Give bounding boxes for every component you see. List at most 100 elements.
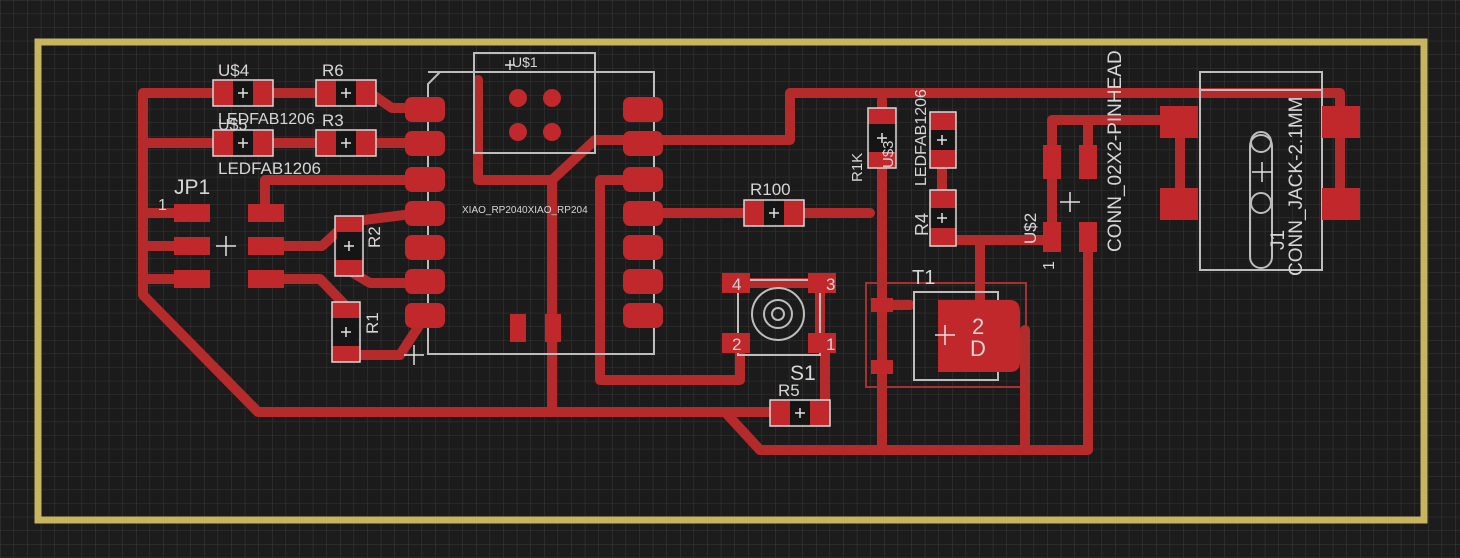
pads[interactable] — [174, 80, 1360, 426]
us2-pad-1 — [1043, 222, 1061, 252]
trace-r5-gnd — [720, 235, 1093, 455]
board-outline[interactable] — [34, 38, 1428, 524]
s1-pad-4 — [722, 273, 750, 293]
label-t1-pin: 2 — [972, 314, 984, 339]
s1-pad-3 — [808, 273, 836, 293]
label-r100: R100 — [750, 180, 791, 199]
trace-jp1-xiao — [260, 175, 429, 218]
j1-outline — [1199, 71, 1323, 271]
xiao-pad-l2 — [405, 131, 445, 156]
label-us2: U$2 — [1021, 213, 1040, 244]
r100-pad-2 — [784, 200, 804, 226]
trace-r1-bus — [340, 313, 429, 360]
label-conn-head: CONN_02X2-PINHEAD — [1105, 50, 1126, 252]
label-led-b: LEDFAB1206 — [218, 159, 321, 178]
label-r6: R6 — [322, 61, 344, 80]
r1-pad-1 — [332, 302, 360, 318]
jp1-pad-4 — [248, 204, 284, 222]
label-s1-p2: 2 — [732, 335, 741, 354]
label-s1: S1 — [790, 362, 816, 385]
xiao-bottom-1 — [510, 314, 526, 342]
jp1-pad-6 — [248, 270, 284, 288]
label-s1-p1: 1 — [826, 335, 835, 354]
j1-pad-2 — [1322, 106, 1360, 138]
xiao-pad-r6 — [623, 269, 663, 294]
r5-pad-2 — [810, 400, 830, 426]
silkscreen — [427, 52, 1323, 388]
label-r3: R3 — [322, 111, 344, 130]
us4-pad-2 — [253, 80, 273, 106]
t1-pad-s — [871, 360, 893, 374]
trace-xiao-s1 — [595, 175, 745, 385]
r6-pad-1 — [316, 80, 336, 106]
s1-pad-2 — [722, 333, 750, 353]
r100-pad-1 — [744, 200, 764, 226]
xiao-bottom-2 — [545, 314, 561, 342]
r3-pad-1 — [316, 130, 336, 156]
s1-button — [763, 299, 793, 329]
label-us2-pin: 1 — [1041, 261, 1058, 270]
s1-ring — [751, 287, 805, 341]
label-us3: U$3 — [880, 140, 897, 168]
xiao-pad-l3 — [405, 167, 445, 192]
us3-pad-1 — [930, 112, 956, 130]
xiao-pad-r5 — [623, 235, 663, 260]
xiao-round-3 — [509, 123, 527, 141]
conn-pad-1 — [1043, 145, 1061, 179]
r1-pad-2 — [332, 346, 360, 362]
r5-pad-1 — [770, 400, 790, 426]
label-jp1: JP1 — [174, 176, 210, 199]
us5-pad-1 — [213, 130, 233, 156]
xiao-pad-r4 — [623, 201, 663, 226]
label-led-a: LEDFAB1206 — [218, 111, 315, 128]
label-us4: U$4 — [218, 61, 249, 80]
j1-hole-1 — [1250, 131, 1272, 153]
xiao-round-2 — [543, 89, 561, 107]
j1-pad-3 — [1160, 188, 1198, 220]
trace-xiao-top — [635, 88, 1345, 145]
s1-center — [771, 307, 785, 321]
r1k-pad-2 — [868, 152, 896, 168]
label-t1-d: D — [970, 336, 986, 361]
j1-hole-2 — [1250, 192, 1272, 214]
us2-pad-2 — [1079, 222, 1097, 252]
xiao-pad-l7 — [405, 303, 445, 328]
label-r2: R2 — [365, 226, 384, 248]
conn-pad-2 — [1079, 145, 1097, 179]
r4-pad-2 — [930, 228, 956, 246]
r4-pad-1 — [930, 190, 956, 208]
usb-outline — [473, 52, 596, 154]
origin-crosses — [216, 60, 1272, 418]
r2-pad-1 — [335, 216, 363, 232]
label-s1-p4: 4 — [732, 275, 741, 294]
j1-slot — [1249, 134, 1273, 269]
xiao-pad-l1 — [405, 97, 445, 122]
labels: U$4 LEDFAB1206 U$5 LEDFAB1206 R6 R3 JP1 … — [158, 50, 1307, 400]
xiao-round-1 — [509, 89, 527, 107]
xiao-pad-l4 — [405, 201, 445, 226]
label-r5: R5 — [778, 381, 800, 400]
label-s1-p3: 3 — [826, 275, 835, 294]
t1-pad-g — [871, 298, 893, 312]
r2-pad-2 — [335, 260, 363, 276]
label-j1: J1 — [1268, 230, 1289, 250]
xiao-pad-l6 — [405, 269, 445, 294]
t1-pad-d — [938, 300, 1020, 372]
traces[interactable] — [138, 75, 1345, 455]
j1-pad-1 — [1160, 106, 1198, 138]
label-xiao: XIAO_RP2040XIAO_RP204 — [462, 205, 588, 216]
s1-body — [737, 279, 821, 356]
xiao-pad-r7 — [623, 303, 663, 328]
j1-pad-4 — [1322, 188, 1360, 220]
xiao-pad-r3 — [623, 167, 663, 192]
r6-pad-2 — [356, 80, 376, 106]
label-us5: U$5 — [218, 117, 247, 134]
us4-pad-1 — [213, 80, 233, 106]
trace-left-bus — [138, 88, 783, 417]
xiao-pad-r2 — [623, 131, 663, 156]
label-r1k: R1K — [849, 153, 866, 182]
t1-select — [865, 282, 1027, 388]
label-r4: R4 — [912, 213, 932, 236]
xiao-pad-l5 — [405, 235, 445, 260]
